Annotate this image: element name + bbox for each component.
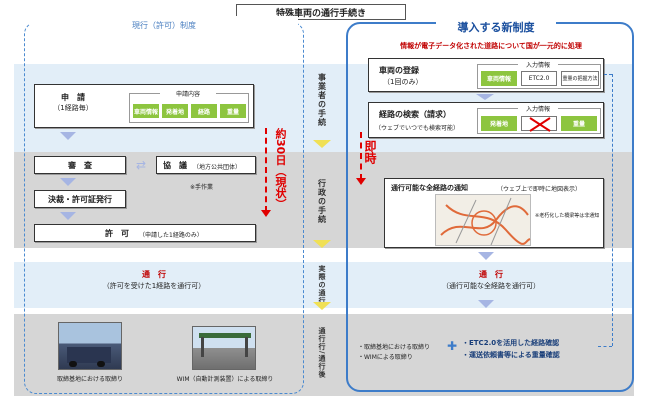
consult-title: 協 議 <box>163 161 187 170</box>
register-box: 車両の登録 （1回のみ） 入力情報 車両情報 ETC2.0 重量の把握方法 <box>368 58 604 92</box>
consult-arrow: ⇄ <box>135 158 147 172</box>
manual-note: ※手作業 <box>190 184 214 191</box>
register-item-weight-method: 重量の把握方法 <box>561 71 599 86</box>
mid-arrow-2 <box>313 240 331 248</box>
apply-arrow <box>60 132 76 140</box>
col-after: 通行行/通行後 <box>318 327 326 379</box>
permit-box: 許 可 （申請した1経路のみ） <box>34 224 256 242</box>
col-traffic: 実際の通行 <box>318 265 326 305</box>
permit-sub: （申請した1経路のみ） <box>139 232 203 239</box>
notify-box: 通行可能な全経路の通知 （ウェブ上で即時に地図表示） ※老朽化した橋梁等は非通知 <box>384 178 604 248</box>
mid-arrow-1 <box>313 140 331 148</box>
apply-sub: （1経路毎） <box>53 104 93 112</box>
cross-icon <box>529 117 551 132</box>
photo-wim <box>192 326 256 370</box>
search-item-weight: 重量 <box>561 116 597 131</box>
mid-arrow-3 <box>313 302 331 310</box>
notify-sub: （ウェブ上で即時に地図表示） <box>497 186 582 193</box>
apply-item-origin: 発着地 <box>162 104 188 118</box>
apply-item-route: 経路 <box>191 104 217 118</box>
right-traffic-title: 通 行 <box>479 269 503 279</box>
search-input-label: 入力情報 <box>518 104 558 113</box>
search-box: 経路の検索（請求） （ウェブでいつでも検索可能） 入力情報 発着地 重量 <box>368 102 604 138</box>
right-enf-1: ・取締基地における取締り <box>358 344 431 351</box>
days-arrowhead <box>261 210 271 217</box>
right-side-dashed <box>612 74 613 346</box>
search-sub: （ウェブでいつでも検索可能） <box>375 125 460 132</box>
register-item-vehicle: 車両情報 <box>481 71 517 86</box>
apply-box: 申 請 （1経路毎） 申請内容 車両情報 発着地 経路 重量 <box>34 84 254 128</box>
map-roads <box>440 197 531 246</box>
right-enf-2: ・WIMによる取締り <box>358 354 413 361</box>
current-system-header: 現行（許可）制度 <box>30 16 298 34</box>
new-system-note: 情報が電子データ化された道路について国が一元的に処理 <box>400 42 582 50</box>
apply-item-vehicle: 車両情報 <box>133 104 159 118</box>
right-side-dashed-bottom <box>598 346 612 347</box>
col-business: 事業者の手続 <box>317 73 327 127</box>
register-inputs: 入力情報 車両情報 ETC2.0 重量の把握方法 <box>477 60 601 89</box>
notify-arrow <box>478 252 494 260</box>
search-title: 経路の検索（請求） <box>379 110 451 119</box>
apply-contents-label: 申請内容 <box>160 89 216 98</box>
photo-enforcement-base <box>58 322 122 370</box>
register-input-label: 入力情報 <box>518 60 558 69</box>
consult-sub: （地方公共団体） <box>193 164 242 171</box>
review-box: 審 査 <box>34 156 126 174</box>
left-traffic-sub: （許可を受けた1経路を通行可） <box>102 282 206 290</box>
decision-arrow <box>60 212 76 220</box>
notify-title: 通行可能な全経路の通知 <box>391 184 468 192</box>
etc-check: ・ETC2.0を活用した経路確認 <box>462 339 560 347</box>
search-item-route-crossed <box>521 116 557 132</box>
search-inputs: 入力情報 発着地 重量 <box>477 104 601 134</box>
plus-icon: ✚ <box>446 339 458 353</box>
apply-contents: 申請内容 車両情報 発着地 経路 重量 <box>129 89 249 123</box>
left-traffic-title: 通 行 <box>142 269 166 279</box>
days-dashed-line <box>265 128 267 212</box>
photo2-caption: WIM（自動計測装置）による取締り <box>176 376 274 383</box>
immediate-label: 即時 <box>363 140 377 164</box>
band-traffic <box>14 262 634 308</box>
permit-title: 許 可 <box>105 229 129 238</box>
apply-title: 申 請 <box>61 92 85 102</box>
weight-check: ・運送依頼書等による重量確認 <box>462 351 560 359</box>
immediate-arrowhead <box>356 178 366 185</box>
apply-item-weight: 重量 <box>220 104 246 118</box>
col-admin: 行政の手続 <box>317 178 327 224</box>
route-map <box>435 194 531 246</box>
traffic-arrow <box>478 300 494 308</box>
register-item-etc: ETC2.0 <box>521 71 557 86</box>
photo1-caption: 取締基地における取締り <box>56 376 123 383</box>
right-traffic-sub: （通行可能な全経路を通行可） <box>442 282 540 290</box>
days-label: 約30日（現状） <box>274 128 287 210</box>
review-arrow <box>60 178 76 186</box>
new-system-header: 導入する新制度 <box>436 18 556 36</box>
register-title: 車両の登録 <box>379 66 419 75</box>
decision-box: 決裁・許可証発行 <box>34 190 126 208</box>
map-note: ※老朽化した橋梁等は非通知 <box>535 213 600 219</box>
register-sub: （1回のみ） <box>383 78 423 86</box>
search-item-origin: 発着地 <box>481 116 517 131</box>
consult-box: 協 議 （地方公共団体） <box>156 156 256 174</box>
register-arrow <box>476 94 494 100</box>
immediate-dashed-line <box>360 132 362 180</box>
right-side-dashed-top <box>604 74 612 75</box>
